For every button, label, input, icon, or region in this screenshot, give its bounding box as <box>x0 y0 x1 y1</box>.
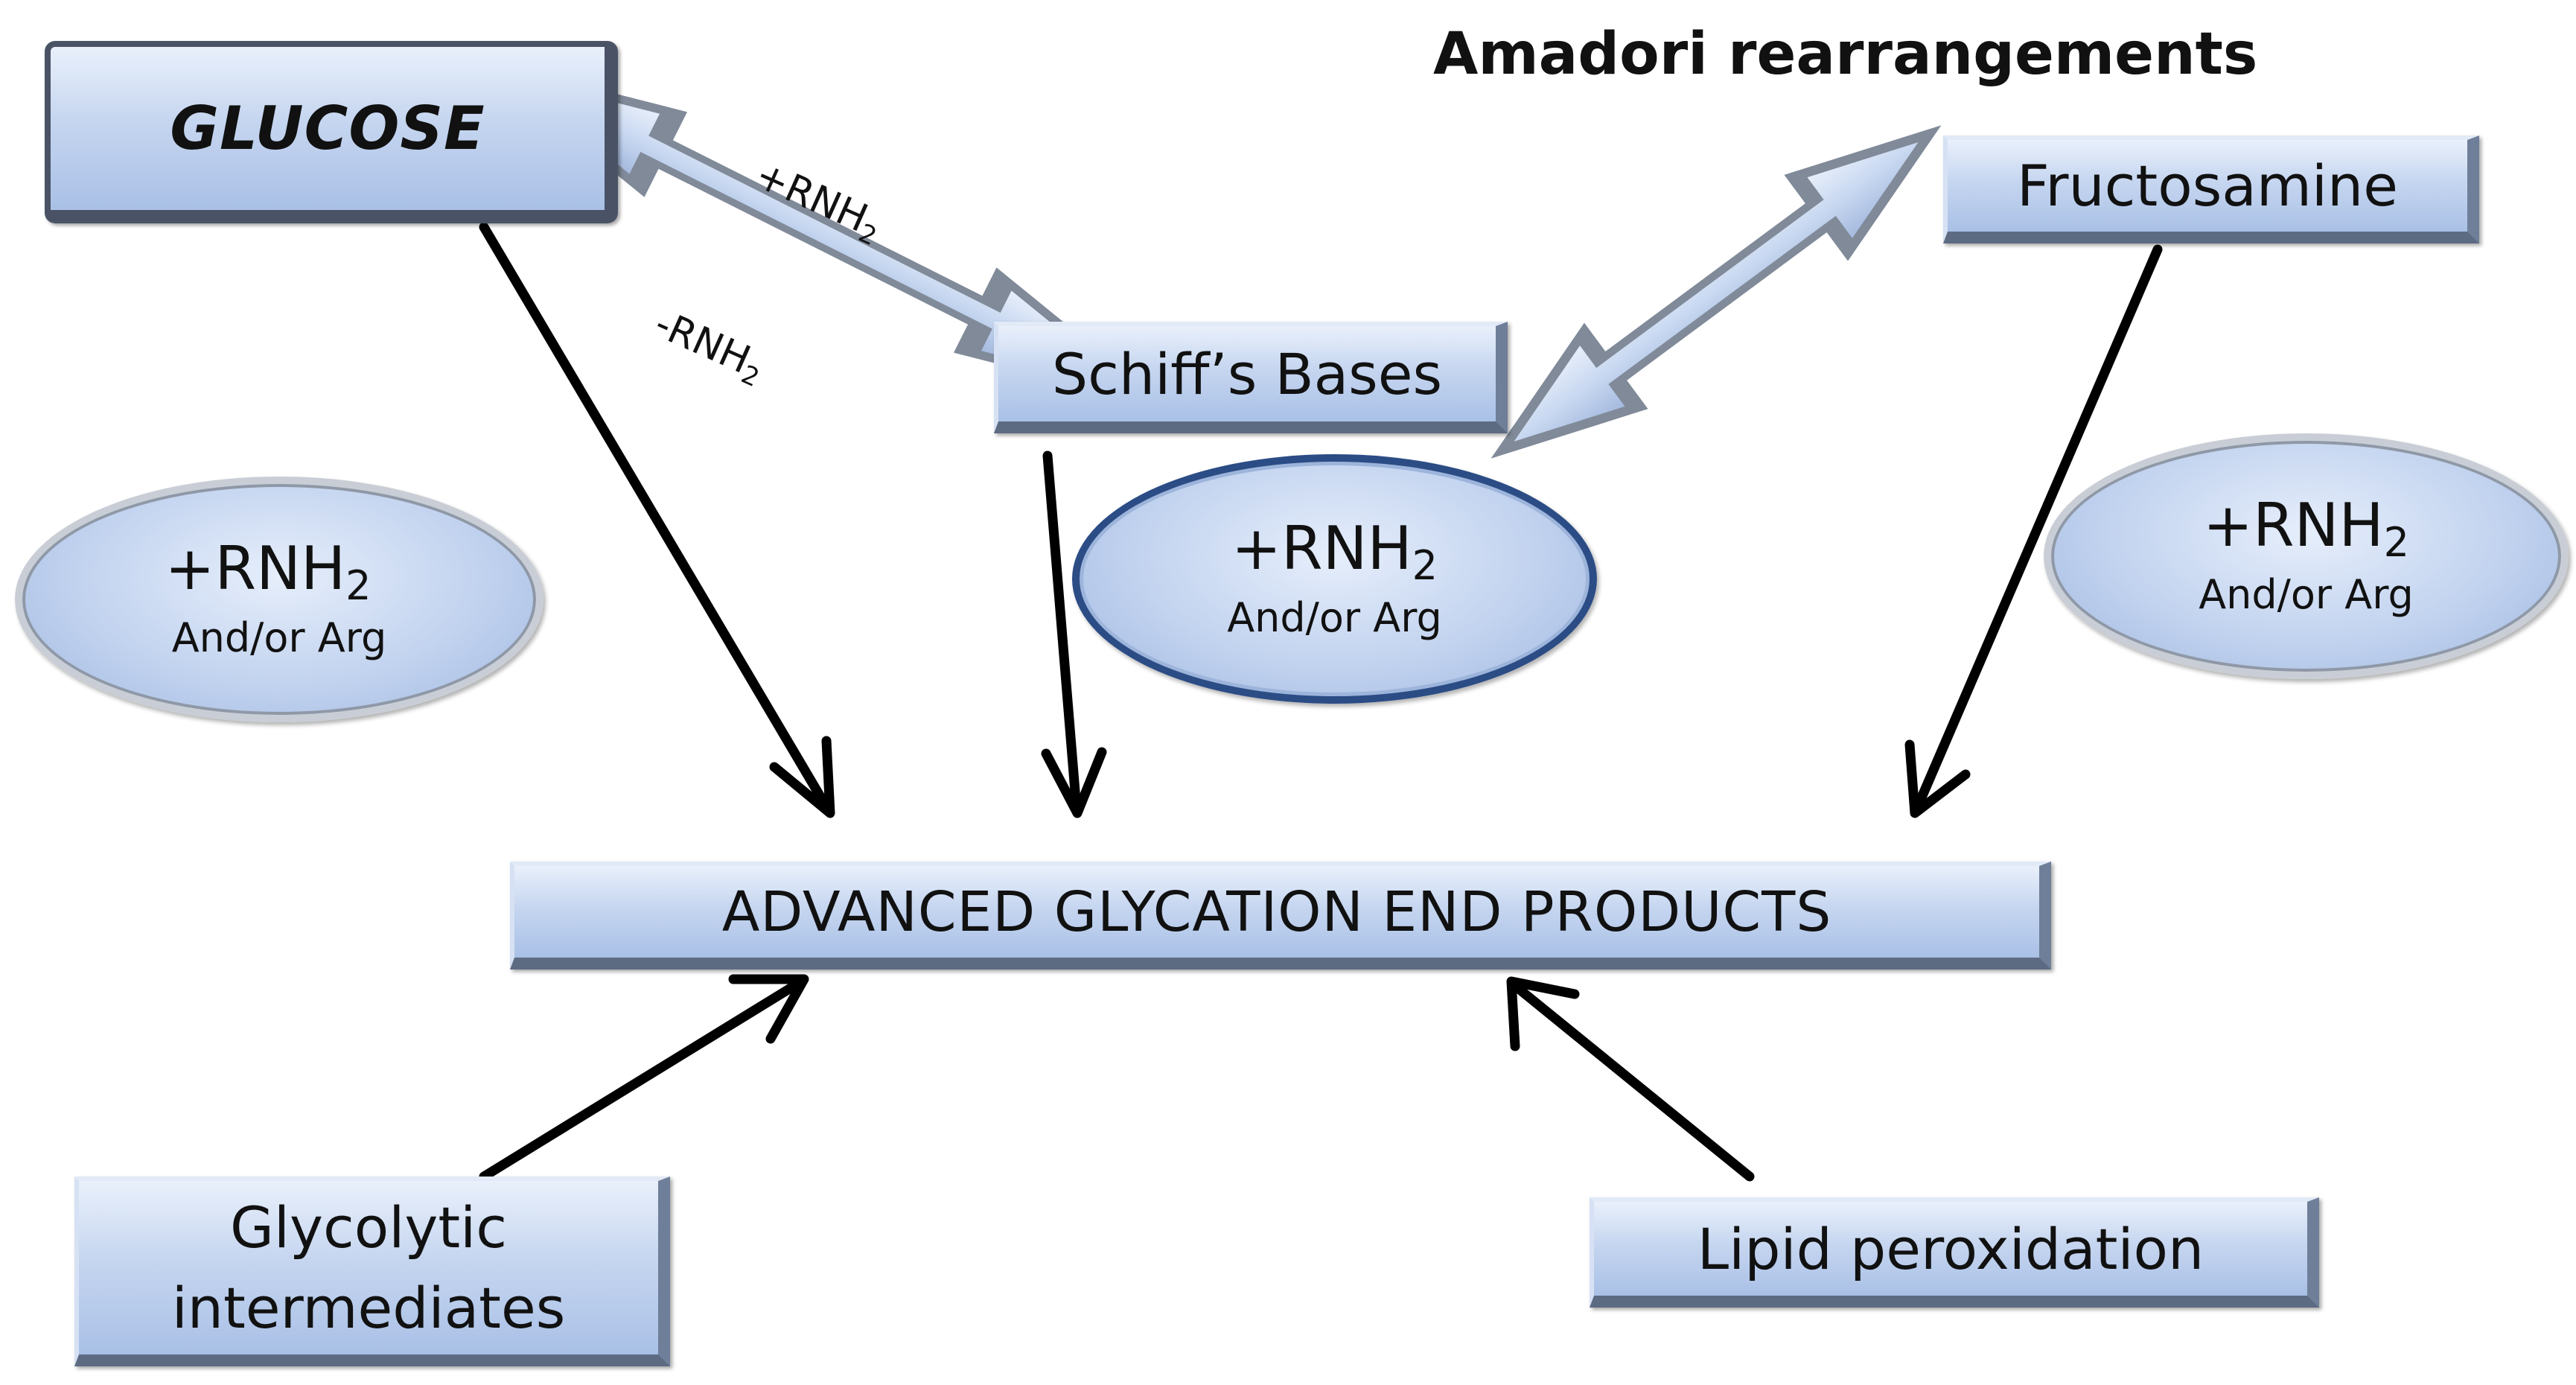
glucose-node: GLUCOSE <box>45 41 618 223</box>
amadori-rearrangements-title: Amadori rearrangements <box>1433 21 2258 88</box>
ellipse-left-main: +RNH2 <box>165 534 372 609</box>
fructosamine-label: Fructosamine <box>2017 153 2398 219</box>
schiff-bases-node: Schiff’s Bases <box>994 322 1508 433</box>
glycolytic-label-line-2: intermediates <box>171 1274 566 1341</box>
arrow-glycolytic-to-age <box>479 974 809 1182</box>
double-arrow-glucose-schiff <box>472 57 1169 408</box>
age-label: ADVANCED GLYCATION END PRODUCTS <box>721 879 1832 944</box>
ellipse-right-main: +RNH2 <box>2203 491 2409 566</box>
fructosamine-node: Fructosamine <box>1943 136 2479 243</box>
reactant-ellipse-center: +RNH2 And/or Arg <box>1072 454 1597 704</box>
arrow-lipid-to-age <box>1506 976 1755 1182</box>
ellipse-right-sublabel: And/or Arg <box>2199 571 2414 618</box>
arrow-schiff-to-age <box>1041 450 1107 818</box>
lipid-peroxidation-label: Lipid peroxidation <box>1697 1215 2204 1282</box>
double-arrow-schiff-fructosamine <box>1491 125 1942 459</box>
reactant-ellipse-left: +RNH2 And/or Arg <box>15 477 543 722</box>
age-node: ADVANCED GLYCATION END PRODUCTS <box>510 862 2051 970</box>
arrow-glucose-to-age <box>479 222 835 818</box>
lipid-peroxidation-node: Lipid peroxidation <box>1590 1197 2319 1308</box>
glucose-label: GLUCOSE <box>170 94 485 163</box>
glycolytic-label-line-1: Glycolytic <box>229 1194 508 1261</box>
ellipse-center-main: +RNH2 <box>1231 513 1438 589</box>
ellipse-center-sublabel: And/or Arg <box>1227 593 1442 641</box>
arrow-fructosamine-to-age <box>1904 244 2163 818</box>
schiff-bases-label: Schiff’s Bases <box>1051 340 1443 407</box>
ellipse-left-sublabel: And/or Arg <box>171 614 387 661</box>
reactant-ellipse-right: +RNH2 And/or Arg <box>2044 433 2569 679</box>
glycolytic-intermediates-node: Glycolytic intermediates <box>74 1177 670 1366</box>
